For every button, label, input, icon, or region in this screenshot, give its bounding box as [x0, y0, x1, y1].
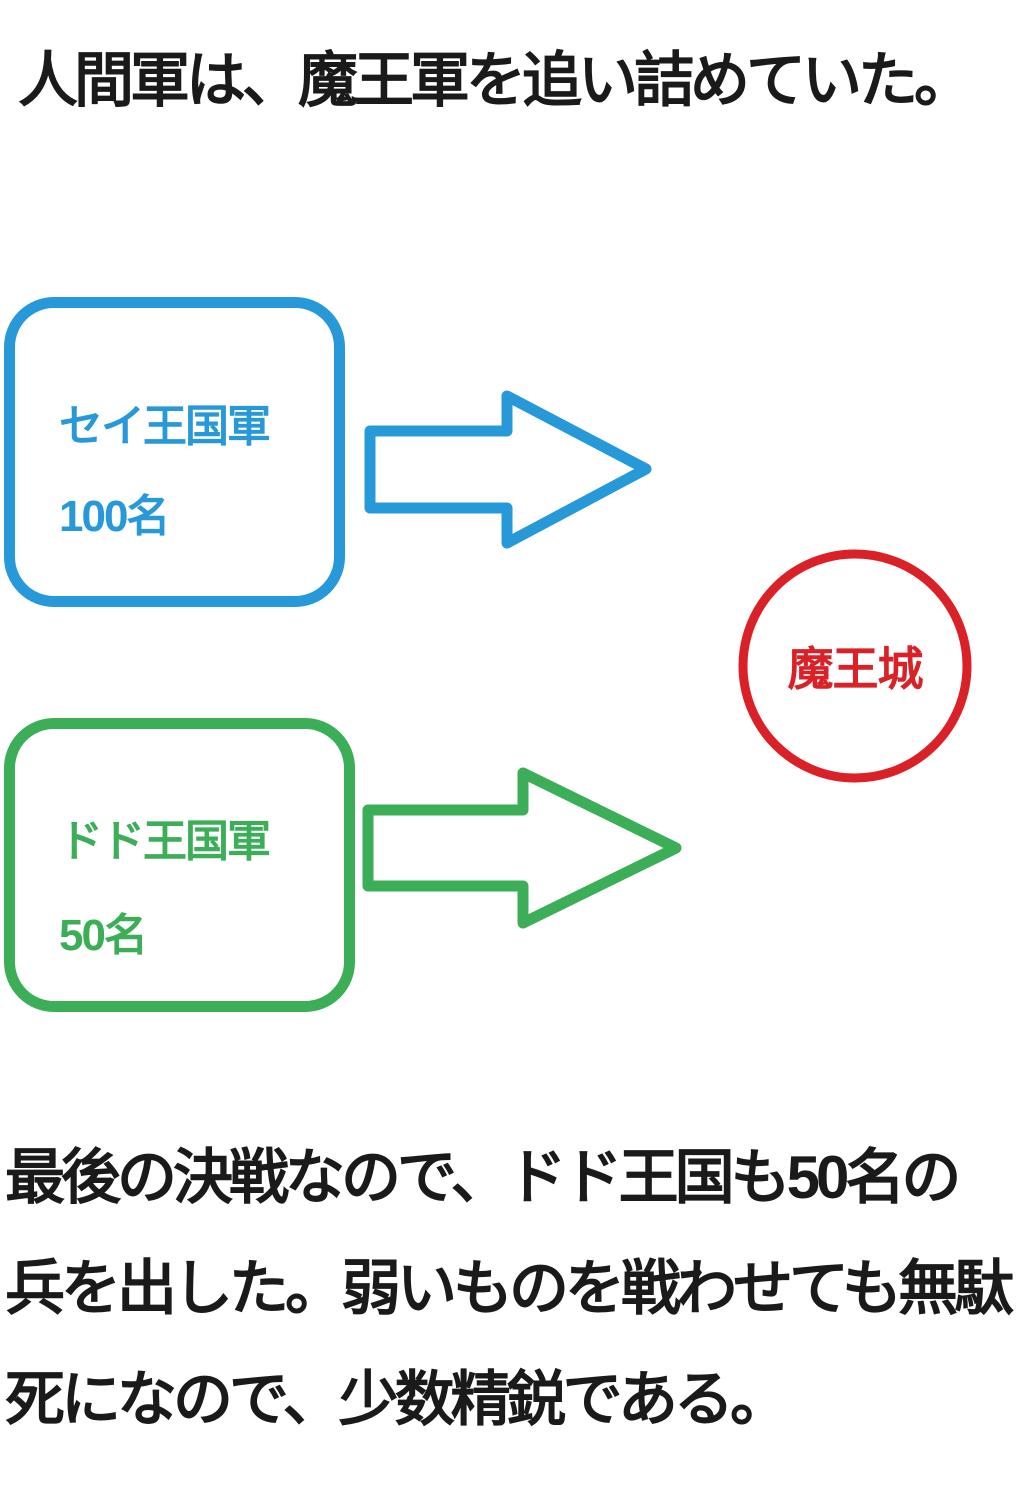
dodo-kingdom-army-count: 50名: [59, 911, 148, 960]
dodo-kingdom-army-box: ドド王国軍 50名: [4, 718, 355, 1012]
sei-kingdom-army-count: 100名: [59, 492, 170, 541]
circle-outline: [738, 549, 972, 783]
right-arrow-icon: [364, 390, 652, 549]
caption-line-3: 死になので、少数精鋭である。: [5, 1366, 790, 1433]
dodo-army-advance-arrow: [362, 767, 682, 929]
demon-castle-circle: [738, 549, 972, 783]
caption-paragraph: 最後の決戦なので、ドド王国も50名の 兵を出した。弱いものを戦わせても無駄 死に…: [5, 1122, 1014, 1455]
caption-line-1: 最後の決戦なので、ドド王国も50名の: [5, 1144, 961, 1211]
sei-kingdom-army-box: セイ王国軍 100名: [4, 297, 345, 607]
caption-line-2: 兵を出した。弱いものを戦わせても無駄: [5, 1255, 1014, 1322]
sei-kingdom-army-name: セイ王国軍: [59, 402, 271, 451]
sei-army-advance-arrow: [364, 390, 652, 549]
dodo-kingdom-army-name: ドド王国軍: [59, 817, 271, 866]
demon-castle-label: 魔王城: [787, 643, 924, 695]
right-arrow-icon: [362, 767, 682, 929]
diagram-title: 人間軍は、魔王軍を追い詰めていた。: [18, 47, 974, 114]
